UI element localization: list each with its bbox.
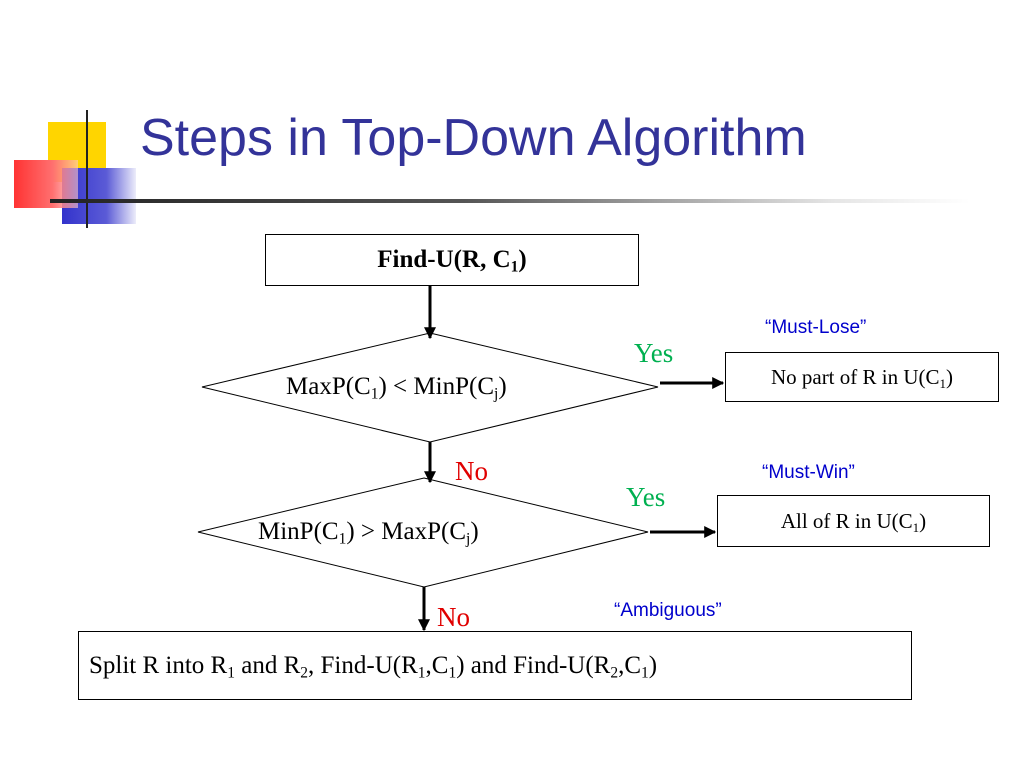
decision2-text: MinP(C1) > MaxP(Cj): [258, 518, 479, 548]
must-win-annotation: “Must-Win”: [762, 462, 855, 483]
slide-title: Steps in Top-Down Algorithm: [140, 109, 807, 167]
start-box-text: Find-U(R, C1): [377, 246, 527, 276]
title-underline: [50, 199, 970, 203]
decision1-text: MaxP(C1) < MinP(Cj): [286, 373, 507, 403]
ambiguous-annotation: “Ambiguous”: [614, 600, 722, 621]
decision1-yes-label: Yes: [634, 338, 674, 368]
result2-box: All of R in U(C1): [717, 495, 990, 547]
result1-text: No part of R in U(C1): [770, 364, 954, 391]
decision1-no-label: No: [455, 456, 488, 486]
result1-box: No part of R in U(C1): [725, 352, 999, 402]
final-box-text: Split R into R1 and R2, Find-U(R1,C1) an…: [89, 651, 658, 682]
decision2-no-label: No: [437, 602, 470, 632]
must-lose-annotation: “Must-Lose”: [765, 317, 867, 338]
decision2-yes-label: Yes: [626, 482, 666, 512]
final-box: Split R into R1 and R2, Find-U(R1,C1) an…: [78, 631, 912, 700]
deco-vertical-line: [86, 110, 88, 228]
start-box: Find-U(R, C1): [265, 234, 639, 286]
result2-text: All of R in U(C1): [780, 508, 927, 535]
